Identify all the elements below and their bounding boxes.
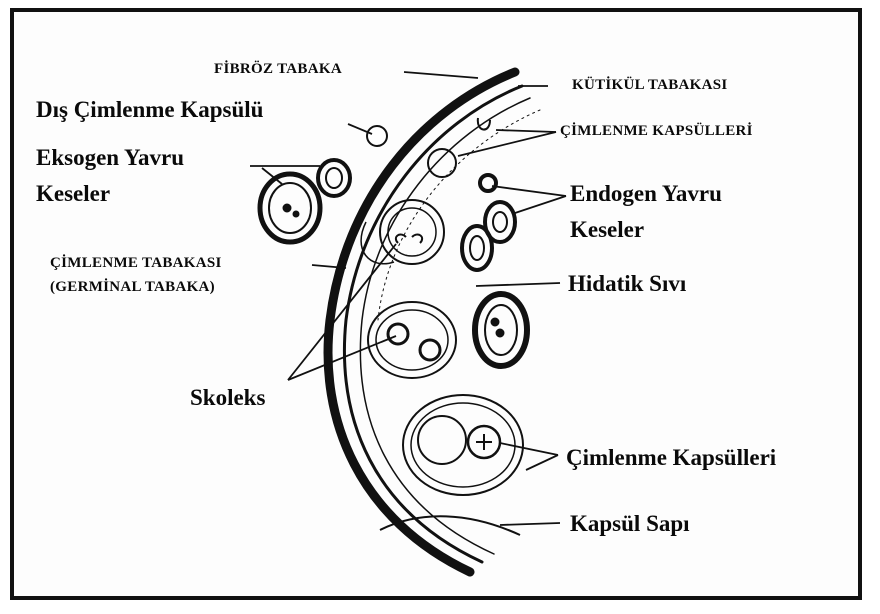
label-endogen-line2: Keseler bbox=[570, 218, 644, 241]
leader-skoleks-2 bbox=[288, 336, 396, 380]
leader-kapsul-sapi bbox=[500, 523, 560, 525]
label-kapsul-sapi: Kapsül Sapı bbox=[570, 512, 690, 535]
leader-fibroz bbox=[404, 72, 478, 78]
label-skoleks: Skoleks bbox=[190, 386, 265, 409]
label-eksogen-line1: Eksogen Yavru bbox=[36, 146, 184, 169]
leader-hidatik bbox=[476, 283, 560, 286]
label-kutikul-tabakasi: KÜTİKÜL TABAKASI bbox=[572, 78, 728, 93]
leader-endogen-2 bbox=[512, 196, 566, 214]
label-cimlenme-kapsulleri-upper: ÇİMLENME KAPSÜLLERİ bbox=[560, 124, 753, 139]
fibrous-layer bbox=[328, 72, 515, 572]
label-eksogen-line2: Keseler bbox=[36, 182, 110, 205]
label-cimlenme-tabakasi-line2: (GERMİNAL TABAKA) bbox=[50, 280, 215, 295]
label-endogen-line1: Endogen Yavru bbox=[570, 182, 722, 205]
leader-cimlenme-lower-2 bbox=[526, 455, 558, 470]
leader-cimlenme-upper-2 bbox=[458, 132, 556, 156]
exogenous-daughter-cysts bbox=[260, 160, 350, 242]
label-dis-cimlenme-kapsulu: Dış Çimlenme Kapsülü bbox=[36, 98, 263, 121]
external-brood-capsule bbox=[367, 126, 387, 146]
leader-endogen-1 bbox=[492, 186, 566, 196]
leader-cimlenme-upper-1 bbox=[496, 130, 556, 132]
leader-lines bbox=[250, 72, 566, 525]
label-cimlenme-kapsulleri-lower: Çimlenme Kapsülleri bbox=[566, 446, 776, 469]
cyst-wall bbox=[328, 72, 540, 572]
leader-cimlenme-lower-1 bbox=[500, 443, 558, 455]
label-cimlenme-tabakasi-line1: ÇİMLENME TABAKASI bbox=[50, 256, 222, 271]
leader-dis-kapsul bbox=[348, 124, 372, 134]
label-fibroz-tabaka: FİBRÖZ TABAKA bbox=[214, 62, 342, 77]
label-hidatik-sivi: Hidatik Sıvı bbox=[568, 272, 686, 295]
endogenous-daughter-cysts bbox=[462, 175, 527, 366]
